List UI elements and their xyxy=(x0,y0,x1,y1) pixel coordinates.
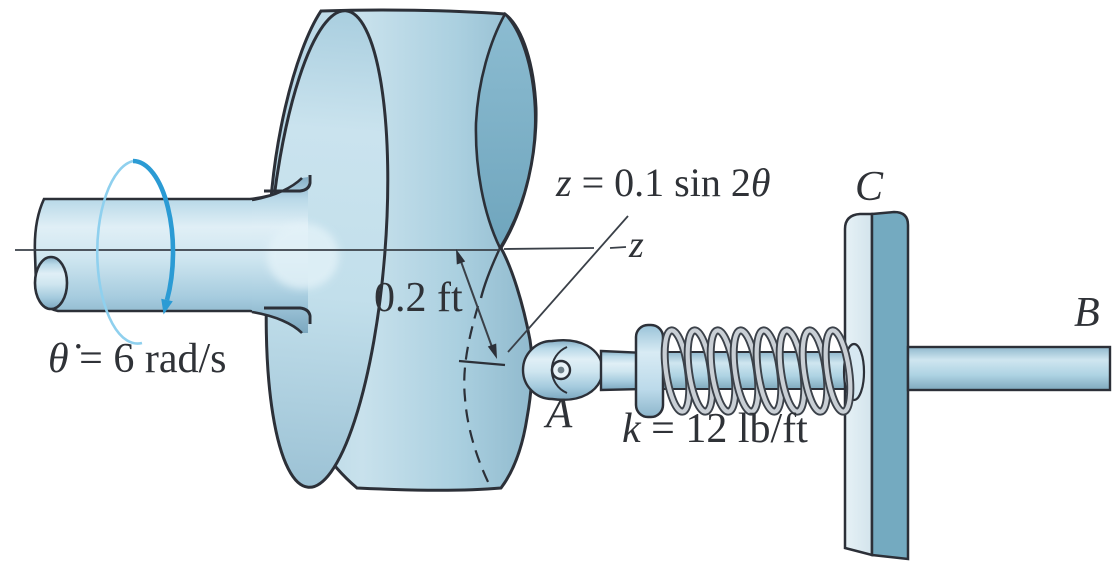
label-point-c: C xyxy=(855,164,884,210)
wall-side-face xyxy=(870,210,910,561)
label-z-axis: z xyxy=(629,224,644,266)
hub-core-highlight xyxy=(267,223,339,289)
label-depth-dim: 0.2 ft xyxy=(374,275,463,321)
wall-c xyxy=(843,210,910,561)
annotations xyxy=(456,215,629,359)
label-spring-constant: k = 12 lb/ft xyxy=(622,406,808,452)
rotation-arc-back xyxy=(95,159,143,345)
rotation-arrow xyxy=(95,158,176,345)
cam-equation-leader xyxy=(507,215,629,353)
label-point-b: B xyxy=(1074,290,1100,336)
hub-collar-top xyxy=(264,175,312,193)
rod-b xyxy=(906,345,1112,392)
dimension-arrowhead-bottom xyxy=(487,343,497,359)
follower-roller xyxy=(521,339,605,401)
rotation-arc-front xyxy=(132,158,176,301)
label-point-a: A xyxy=(546,390,573,437)
dimension-line xyxy=(458,255,493,348)
cam-rim-below xyxy=(479,247,502,299)
rotation-arrowhead xyxy=(161,298,173,315)
label-spin-rate: θ̇ = 6 rad/s xyxy=(48,336,227,382)
groove-hidden-dashed xyxy=(463,305,490,485)
spring xyxy=(660,329,854,413)
centerline-right-2 xyxy=(609,246,627,249)
shaft-end-cap xyxy=(33,255,69,311)
label-cam-equation: z = 0.1 sin 2θ xyxy=(556,160,771,205)
dimension-arrowhead-top xyxy=(456,249,466,265)
drum-right-face xyxy=(474,11,537,251)
groove-floor-line xyxy=(458,359,506,367)
hub-collar-bottom xyxy=(264,306,312,324)
shaft-hub-flare xyxy=(251,175,339,334)
centerline-right-1 xyxy=(503,247,595,250)
spring-seat-flange xyxy=(634,323,665,419)
roller-pin-hole xyxy=(557,366,565,374)
